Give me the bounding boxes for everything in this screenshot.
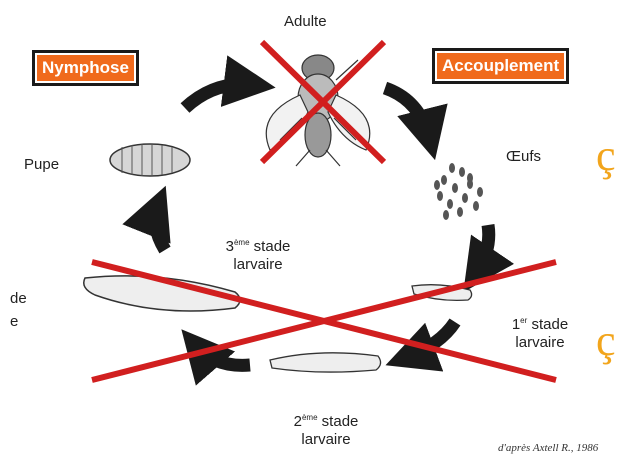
stage-third-larva-label: 3ème stade larvaire bbox=[218, 238, 298, 274]
third-larva-sup: ème bbox=[234, 238, 250, 247]
arrow-third-larva-to-pupa bbox=[155, 205, 165, 250]
stage-first-larva-label: 1er stade larvaire bbox=[500, 316, 580, 352]
stage-adult-label: Adulte bbox=[284, 13, 327, 31]
first-larva-number: 1 bbox=[512, 316, 520, 333]
first-larva-line2: larvaire bbox=[515, 334, 564, 351]
left-edge-fragment-bottom: e bbox=[10, 313, 18, 331]
pupa-illustration bbox=[110, 144, 190, 176]
stage-pupa-label: Pupe bbox=[24, 156, 59, 174]
eggs-illustration bbox=[434, 163, 483, 220]
third-larva-word: stade bbox=[250, 238, 291, 255]
stage-eggs-label: Œufs bbox=[506, 148, 541, 166]
second-larva-word: stade bbox=[318, 413, 359, 430]
third-larva-number: 3 bbox=[226, 238, 234, 255]
arrow-pupa-to-adult bbox=[185, 84, 255, 108]
second-larva-sup: ème bbox=[302, 413, 318, 422]
second-larva-line2: larvaire bbox=[301, 431, 350, 448]
arrow-adult-to-eggs bbox=[385, 88, 430, 140]
second-larva-illustration bbox=[270, 353, 381, 372]
first-larva-word: stade bbox=[527, 316, 568, 333]
mating-box: Accouplement bbox=[432, 48, 569, 84]
source-credit: d'après Axtell R., 1986 bbox=[498, 442, 598, 454]
pupation-box: Nymphose bbox=[32, 50, 139, 86]
arrow-eggs-to-first-larva bbox=[475, 225, 489, 275]
right-edge-cedilla-top: ç bbox=[596, 130, 616, 181]
third-larva-line2: larvaire bbox=[233, 256, 282, 273]
left-edge-fragment-top: de bbox=[10, 290, 27, 308]
second-larva-number: 2 bbox=[294, 413, 302, 430]
right-edge-cedilla-bottom: ç bbox=[596, 315, 616, 366]
stage-second-larva-label: 2ème stade larvaire bbox=[283, 413, 369, 449]
